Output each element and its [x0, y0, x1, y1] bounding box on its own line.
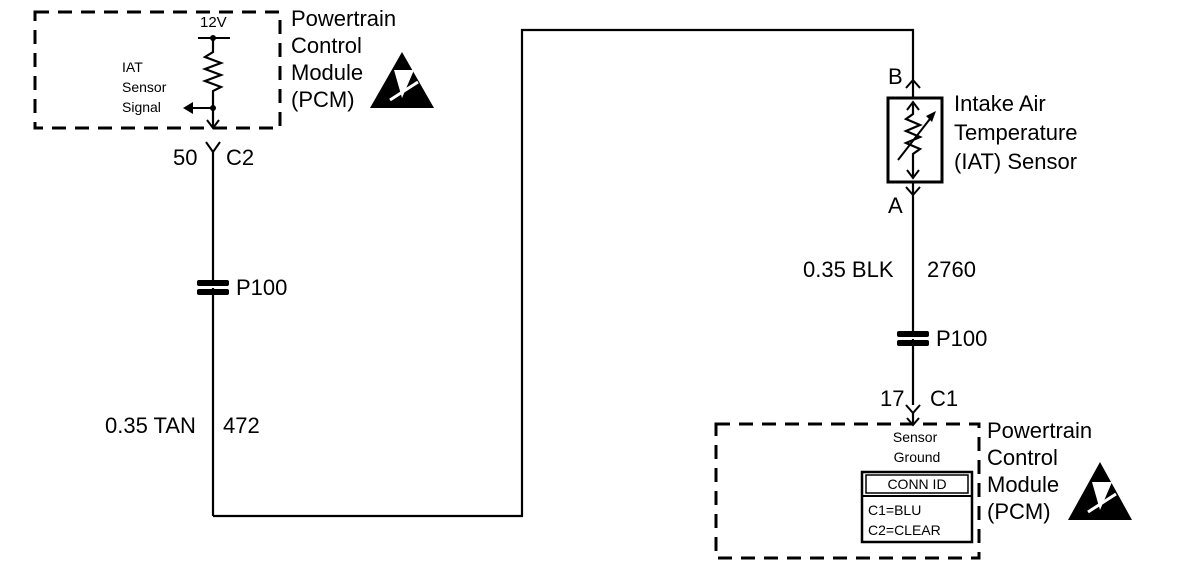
wire-472-size-color: 0.35 TAN [105, 413, 196, 438]
splice-p100-right [897, 331, 929, 346]
pcm-top-title: Powertrain Control Module (PCM) [291, 6, 402, 112]
iat-sensor-title: Intake Air Temperature (IAT) Sensor [954, 91, 1084, 174]
connector-c2-pin: 50 [173, 145, 197, 170]
splice-p100-left-label: P100 [236, 275, 287, 300]
connector-c2-label: C2 [226, 145, 254, 170]
sensor-pin-a: A [888, 193, 903, 218]
pcm-top-dashed-box [33, 10, 282, 130]
signal-arrow-icon [183, 102, 193, 114]
circuit-2760: 0.35 BLK 2760 P100 17 C1 [803, 195, 987, 427]
pcm-bottom-dashed-box [714, 422, 981, 560]
conn-id-header: CONN ID [887, 476, 946, 492]
esd-sensitive-icon [1068, 462, 1132, 520]
wire-472-route [213, 28, 915, 518]
connector-c1-label: C1 [930, 386, 958, 411]
conn-id-row-c1: C1=BLU [868, 502, 921, 518]
pcm-bottom-title: Powertrain Control Module (PCM) [987, 418, 1098, 524]
wire-2760-circuit-number: 2760 [927, 257, 976, 282]
iat-sensor: B A Intake Air Temperature (IAT) Sensor [886, 64, 1084, 218]
wire-472-circuit-number: 472 [223, 413, 260, 438]
wire-2760-size-color: 0.35 BLK [803, 257, 894, 282]
iat-sensor-body [886, 96, 944, 184]
circuit-472: 50 C2 P100 0.35 TAN 472 [105, 28, 915, 518]
splice-p100-right-label: P100 [936, 326, 987, 351]
pcm-top-signal-label: IAT Sensor Signal [122, 59, 170, 115]
conn-id-row-c2: C2=CLEAR [868, 522, 941, 538]
splice-p100-left [197, 280, 229, 295]
sensor-pin-b: B [888, 64, 903, 89]
pcm-top-module: 12V IAT Sensor Signal Powertrain Control… [33, 6, 434, 130]
pcm-top-pullup-resistor [201, 38, 225, 128]
pcm-top-voltage-label: 12V [200, 14, 227, 31]
sensor-ground-label: Sensor Ground [893, 429, 941, 465]
conn-id-table: CONN ID C1=BLU C2=CLEAR [860, 470, 974, 544]
variable-arrow-icon [926, 111, 936, 122]
connector-c1-pin: 17 [880, 386, 904, 411]
pcm-bottom-module: Sensor Ground CONN ID C1=BLU C2=CLEAR Po… [714, 418, 1132, 560]
esd-sensitive-icon [370, 52, 434, 108]
thermistor-resistor [903, 104, 923, 176]
